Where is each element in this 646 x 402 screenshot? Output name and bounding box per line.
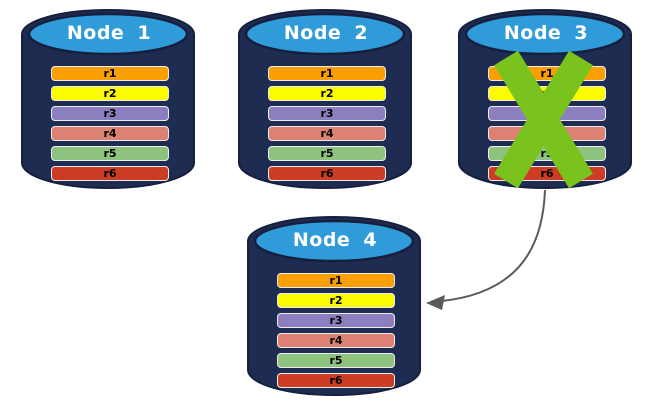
row-bar-r5: r5: [268, 146, 386, 161]
failure-x-icon: [494, 50, 593, 189]
node-1: Node 1 r1 r2 r3 r4 r5 r6: [20, 8, 198, 192]
row-bar-r1: r1: [277, 273, 395, 288]
row-bar-r4: r4: [268, 126, 386, 141]
row-bar-r3: r3: [277, 313, 395, 328]
node-rows: r1 r2 r3 r4 r5 r6: [51, 66, 169, 186]
node-title: Node 4: [292, 229, 378, 251]
node-title: Node 1: [66, 22, 152, 44]
row-bar-r5: r5: [277, 353, 395, 368]
row-bar-r2: r2: [51, 86, 169, 101]
row-bar-r5: r5: [51, 146, 169, 161]
row-bar-r6: r6: [51, 166, 169, 181]
failover-arrow-icon: [426, 189, 546, 310]
row-bar-r1: r1: [51, 66, 169, 81]
row-bar-r3: r3: [51, 106, 169, 121]
row-bar-r6: r6: [268, 166, 386, 181]
node-rows: r1 r2 r3 r4 r5 r6: [268, 66, 386, 186]
row-bar-r3: r3: [268, 106, 386, 121]
node-4: Node 4 r1 r2 r3 r4 r5 r6: [246, 215, 424, 399]
node-title: Node 3: [503, 22, 589, 44]
row-bar-r6: r6: [277, 373, 395, 388]
row-bar-r2: r2: [277, 293, 395, 308]
node-title: Node 2: [283, 22, 369, 44]
row-bar-r4: r4: [51, 126, 169, 141]
row-bar-r1: r1: [268, 66, 386, 81]
row-bar-r2: r2: [268, 86, 386, 101]
node-2: Node 2 r1 r2 r3 r4 r5 r6: [237, 8, 415, 192]
row-bar-r4: r4: [277, 333, 395, 348]
node-rows: r1 r2 r3 r4 r5 r6: [277, 273, 395, 393]
